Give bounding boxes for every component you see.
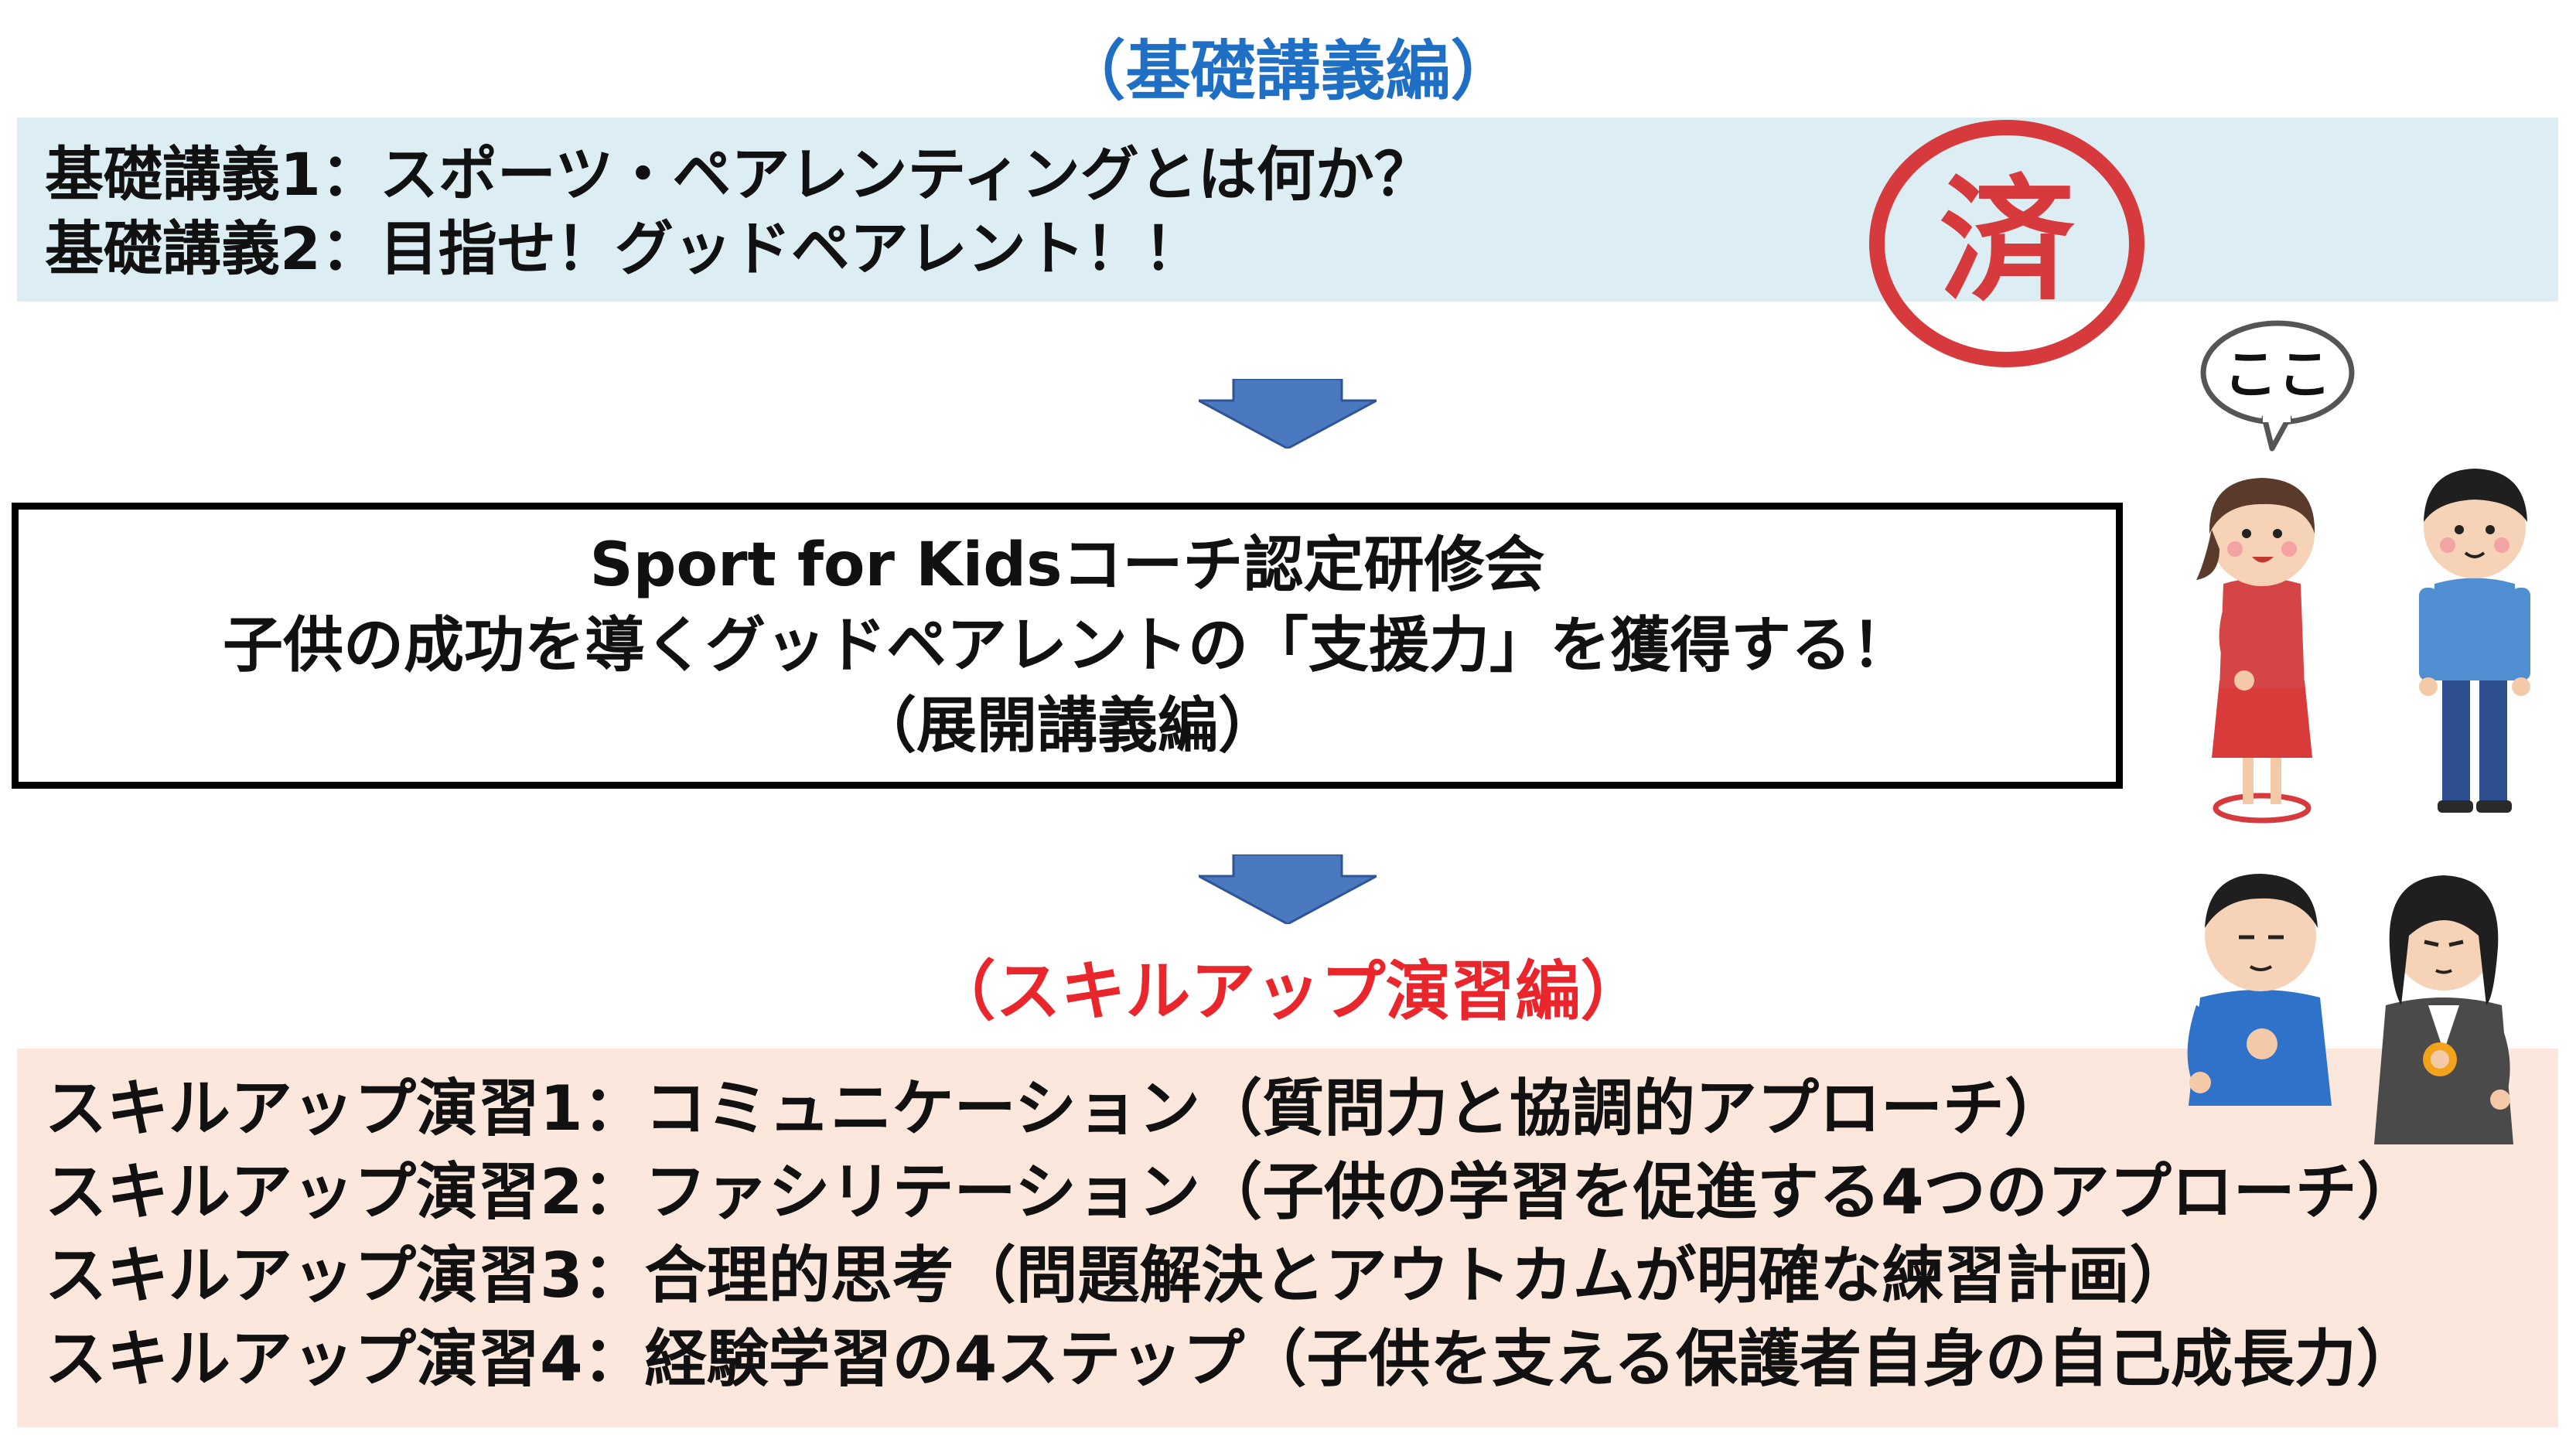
- woman-confident-icon: [2374, 875, 2513, 1144]
- speech-bubble-icon: ここ: [2200, 320, 2355, 452]
- skill-exercise-2: スキルアップ演習2：ファシリテーション（子供の学習を促進する4つのアプローチ）: [45, 1156, 2419, 1228]
- skill-exercise-3: スキルアップ演習3：合理的思考（問題解決とアウトカムが明確な練習計画）: [45, 1240, 2192, 1311]
- basic-lecture-panel: 基礎講義1：スポーツ・ペアレンティングとは何か？ 基礎講義2：目指せ！グッドペア…: [17, 118, 2558, 302]
- speech-text: ここ: [2223, 343, 2332, 406]
- completed-stamp-icon: 済: [1869, 120, 2144, 367]
- down-arrow-icon: [1199, 854, 1377, 924]
- basic-lecture-1: 基礎講義1：スポーツ・ペアレンティングとは何か？: [45, 140, 1433, 209]
- boy-standing-icon: [2419, 469, 2530, 813]
- skill-exercise-4: スキルアップ演習4：経験学習の4ステップ（子供を支える保護者自身の自己成長力）: [45, 1323, 2418, 1395]
- basic-lecture-2: 基礎講義2：目指せ！グッドペアレント！！: [45, 214, 1203, 283]
- skill-exercise-heading: （スキルアップ演習編）: [930, 953, 1646, 1029]
- down-arrow-icon: [1199, 379, 1377, 448]
- boy-confident-icon: [2187, 874, 2332, 1106]
- main-course-box: Sport for Kidsコーチ認定研修会 子供の成功を導くグッドペアレントの…: [12, 503, 2123, 789]
- skill-exercise-1: スキルアップ演習1：コミュニケーション（質問力と協調的アプローチ）: [45, 1073, 2067, 1144]
- main-course-edition: （展開講義編）: [855, 691, 1278, 761]
- skill-exercise-panel: スキルアップ演習1：コミュニケーション（質問力と協調的アプローチ） スキルアップ…: [17, 1049, 2558, 1427]
- girl-pointing-icon: [2196, 478, 2315, 824]
- stamp-char: 済: [1940, 163, 2076, 320]
- main-course-title: Sport for Kidsコーチ認定研修会: [589, 530, 1545, 600]
- basic-lecture-heading: （基礎講義編）: [1060, 33, 1516, 109]
- main-course-subtitle: 子供の成功を導くグッドペアレントの「支援力」を獲得する！: [222, 611, 1912, 680]
